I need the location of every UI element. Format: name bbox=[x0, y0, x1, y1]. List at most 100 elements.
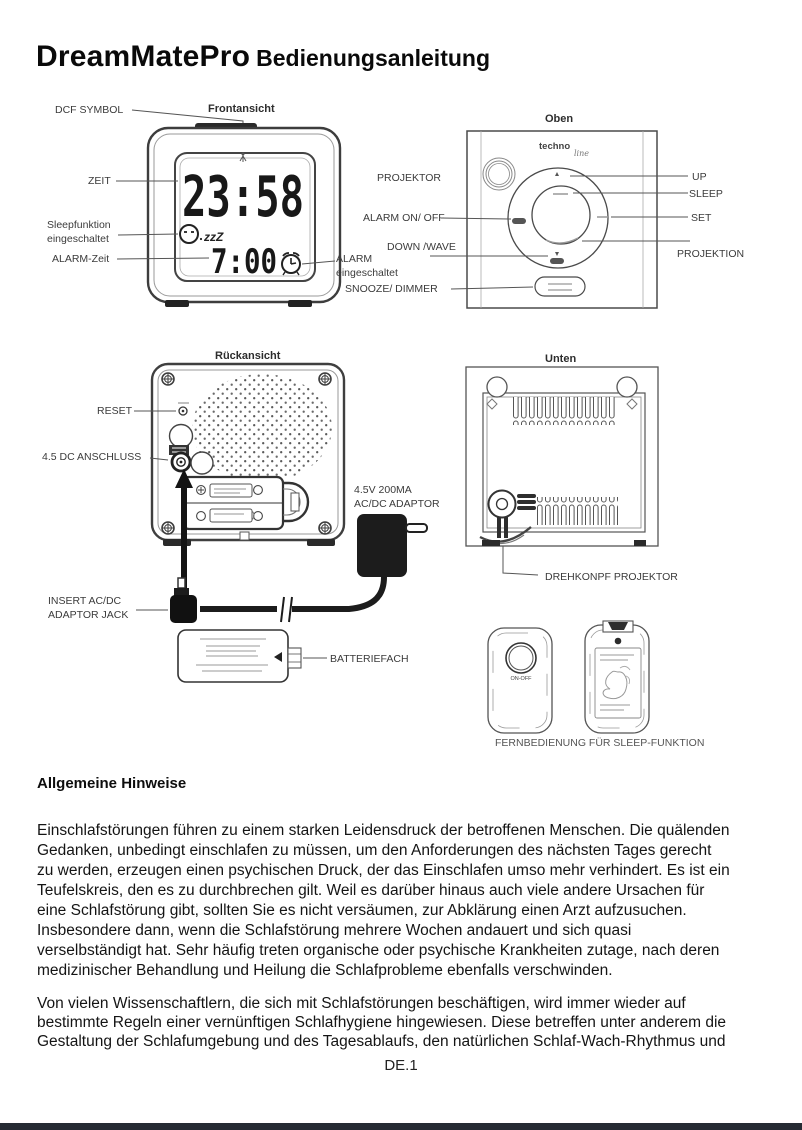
dc-callout-line bbox=[149, 457, 169, 461]
product-name: DreamMatePro bbox=[36, 40, 251, 73]
remote-caption: FERNBEDIENUNG FÜR SLEEP-FUNKTION bbox=[495, 737, 704, 749]
bottom-view-title: Unten bbox=[545, 353, 576, 365]
device-diagrams: Frontansicht DCF SYMBOL 23:58 bbox=[42, 103, 744, 749]
remote-back bbox=[584, 620, 650, 734]
alarm-zeit-label: ALARM-Zeit bbox=[52, 253, 109, 265]
clock-body-inner-edge bbox=[153, 133, 335, 297]
lcd-inner-edge bbox=[179, 157, 311, 277]
dcf-symbol-icon bbox=[239, 152, 247, 162]
rear-screw-tr bbox=[318, 372, 332, 386]
batteriefach-label: BATTERIEFACH bbox=[330, 653, 409, 665]
rear-screw-br bbox=[318, 521, 332, 535]
rear-view-diagram: Rückansicht RESET 4.5 DC ANSCHLUSS bbox=[42, 350, 440, 683]
reset-hole-dot bbox=[181, 409, 185, 413]
sleepfunktion-label-line1: Sleepfunktion bbox=[47, 219, 111, 231]
alarm-on-callout-line bbox=[301, 260, 336, 265]
battery-holder bbox=[181, 475, 310, 531]
bottom-inner-frame bbox=[482, 392, 646, 533]
bottom-hole-left bbox=[486, 376, 508, 398]
clock-foot-right bbox=[288, 300, 312, 307]
remote-hand-illustration bbox=[602, 670, 628, 700]
adaptor-insert-arrow bbox=[175, 469, 193, 614]
alarm-onoff-button bbox=[512, 218, 526, 224]
zeit-label: ZEIT bbox=[88, 175, 111, 187]
drehknopf-label: DREHKONPF PROJEKTOR bbox=[545, 571, 678, 583]
up-label: UP bbox=[692, 171, 707, 183]
para2-line: bestimmte Regeln einer vernünftigen Schl… bbox=[37, 1014, 727, 1031]
snooze-callout-line bbox=[450, 286, 534, 290]
front-view-diagram: Frontansicht DCF SYMBOL 23:58 bbox=[47, 103, 398, 307]
remote-screw bbox=[614, 637, 622, 645]
para2-line: Gestaltung der Schlafumgebung und des Ta… bbox=[37, 1033, 726, 1050]
alarm-zeit-callout-line bbox=[116, 257, 210, 260]
ac-dc-adaptor bbox=[200, 514, 428, 623]
alarm-clock-icon bbox=[281, 252, 301, 276]
section-heading: Allgemeine Hinweise bbox=[37, 775, 187, 792]
projektor-label: PROJEKTOR bbox=[377, 172, 441, 184]
projector-knob bbox=[479, 489, 536, 545]
control-dial-inner bbox=[531, 185, 591, 245]
rear-bottom-tab bbox=[239, 531, 250, 541]
insert-jack-label-line1: INSERT AC/DC bbox=[48, 595, 122, 607]
sleepfunktion-label-line2: eingeschaltet bbox=[47, 233, 109, 245]
projector-lens bbox=[482, 157, 516, 191]
para1-line: eine Schlafstörung gibt, sollten Sie es … bbox=[37, 902, 687, 919]
dc-jack-pin bbox=[179, 460, 183, 464]
time-display: 23:58 bbox=[182, 165, 304, 230]
dc-jack-inner bbox=[176, 457, 186, 467]
dcf-symbol-label: DCF SYMBOL bbox=[55, 104, 123, 116]
document-type: Bedienungsanleitung bbox=[256, 45, 490, 71]
alarm-time-display: 7:00 bbox=[211, 242, 277, 282]
insert-jack-label-line2: ADAPTOR JACK bbox=[48, 609, 128, 621]
adaptor-label-line1: 4.5V 200MA bbox=[354, 484, 412, 496]
front-view-title: Frontansicht bbox=[208, 103, 275, 115]
battery-door bbox=[177, 629, 302, 683]
speaker-grille bbox=[192, 374, 332, 482]
dc-anschluss-label: 4.5 DC ANSCHLUSS bbox=[42, 451, 141, 463]
bottom-mark-left bbox=[482, 540, 500, 546]
bottom-hole-right bbox=[616, 376, 638, 398]
snooze-dimmer-button bbox=[534, 276, 586, 297]
rear-opening-2 bbox=[190, 451, 214, 475]
zzz-indicator: zzZ bbox=[203, 230, 224, 244]
alarm-onoff-callout-line bbox=[440, 217, 512, 220]
page-number: DE.1 bbox=[384, 1057, 418, 1074]
bottom-mark-right bbox=[634, 540, 646, 546]
para1-line: Gedanken, unbedingt einschlafen zu müsse… bbox=[37, 842, 712, 859]
para2-line: Von vielen Wissenschaftlern, die sich mi… bbox=[37, 995, 686, 1012]
paragraph-2: Von vielen Wissenschaftlern, die sich mi… bbox=[37, 994, 793, 1051]
rear-round-opening bbox=[168, 423, 194, 449]
alarm-onoff-label: ALARM ON/ OFF bbox=[363, 212, 445, 224]
bottom-view-diagram: Unten DREHKON bbox=[465, 353, 678, 583]
projektion-label: PROJEKTION bbox=[677, 248, 744, 260]
para1-line: medizinischer Behandlung und Heilung die… bbox=[37, 962, 613, 979]
para1-line: verselbständigt hat. Sehr häufig treten … bbox=[37, 942, 720, 959]
projektion-button-mark bbox=[545, 237, 579, 244]
dc-plug bbox=[170, 577, 197, 623]
brand-logo-sub: line bbox=[574, 149, 589, 158]
para1-line: zu werden, erzeugen einen psychischen Dr… bbox=[37, 862, 730, 879]
wave-button bbox=[550, 258, 564, 264]
para1-line: Insbesondere dann, wenn die Schlafstörun… bbox=[37, 922, 632, 939]
down-button-mark bbox=[555, 252, 559, 256]
sleep-face-icon bbox=[179, 224, 203, 244]
snooze-dimmer-label: SNOOZE/ DIMMER bbox=[345, 283, 438, 295]
remote-front: ON-OFF bbox=[487, 627, 553, 734]
adaptor-label-line2: AC/DC ADAPTOR bbox=[354, 498, 440, 510]
sleepfunktion-callout-line bbox=[117, 233, 179, 236]
alarm-on-label-line1: ALARM bbox=[336, 253, 372, 265]
up-button-mark bbox=[555, 172, 559, 176]
rear-foot-right bbox=[307, 539, 335, 546]
down-wave-label: DOWN /WAVE bbox=[387, 241, 456, 253]
brand-logo: techno bbox=[539, 141, 570, 152]
sleep-label: SLEEP bbox=[689, 188, 723, 200]
vent-slots-top bbox=[512, 397, 616, 425]
alarm-on-label-line2: eingeschaltet bbox=[336, 267, 398, 279]
vent-slots-bottom bbox=[536, 497, 618, 525]
bottom-diamond-left bbox=[486, 398, 498, 410]
para1-line: Teufelskreis, den es zu durchbrechen gil… bbox=[37, 882, 705, 899]
rear-screw-tl bbox=[161, 372, 175, 386]
para1-line: Einschlafstörungen führen zu einem stark… bbox=[37, 822, 730, 839]
lcd-display bbox=[174, 152, 316, 282]
